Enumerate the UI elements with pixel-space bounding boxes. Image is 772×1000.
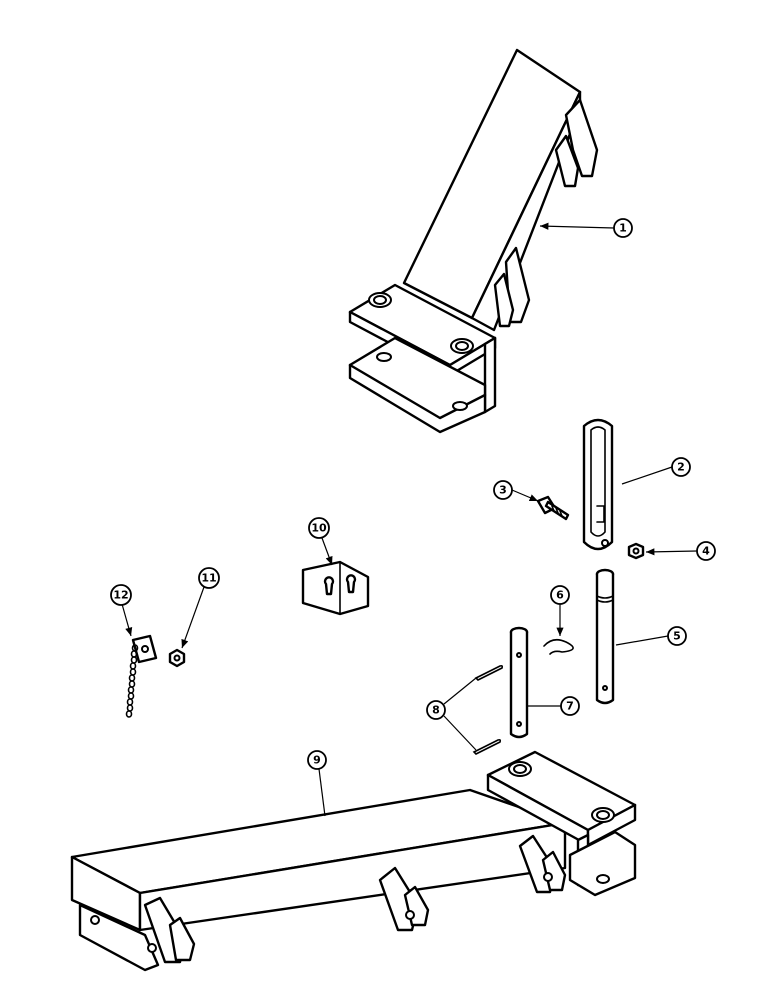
leader-lines bbox=[121, 222, 698, 817]
callout-1: 1 bbox=[613, 218, 633, 238]
part-6-hair-pin bbox=[543, 638, 574, 655]
part-9-lower-beam bbox=[70, 750, 637, 972]
callout-6: 6 bbox=[550, 585, 570, 605]
part-8-cotter-pins bbox=[472, 664, 504, 755]
callout-3: 3 bbox=[493, 480, 513, 500]
svg-text:6: 6 bbox=[556, 589, 564, 602]
part-3-bolt bbox=[536, 495, 570, 521]
svg-text:11: 11 bbox=[201, 572, 216, 585]
part-11-nut bbox=[168, 648, 186, 668]
callout-11: 11 bbox=[198, 567, 220, 589]
svg-text:5: 5 bbox=[673, 630, 681, 643]
part-1-upper-beam bbox=[348, 48, 599, 434]
svg-text:10: 10 bbox=[311, 522, 327, 535]
callout-9: 9 bbox=[307, 750, 327, 770]
part-4-nut bbox=[627, 542, 645, 560]
part-7-long-pin bbox=[509, 626, 529, 739]
callout-12: 12 bbox=[110, 584, 132, 606]
svg-text:8: 8 bbox=[432, 704, 440, 717]
part-10-keyhole-bracket bbox=[301, 560, 370, 616]
svg-text:3: 3 bbox=[499, 484, 507, 497]
callout-7: 7 bbox=[560, 696, 580, 716]
svg-text:7: 7 bbox=[566, 700, 574, 713]
callout-5: 5 bbox=[667, 626, 687, 646]
svg-text:4: 4 bbox=[702, 545, 710, 558]
callout-2: 2 bbox=[671, 457, 691, 477]
svg-text:1: 1 bbox=[619, 222, 627, 235]
svg-text:9: 9 bbox=[313, 754, 321, 767]
part-12-chain bbox=[125, 634, 158, 718]
part-2-slotted-link bbox=[582, 418, 614, 551]
callout-8: 8 bbox=[426, 700, 446, 720]
part-5-pin bbox=[595, 568, 615, 705]
callout-10: 10 bbox=[308, 517, 330, 539]
svg-text:12: 12 bbox=[113, 589, 128, 602]
callout-4: 4 bbox=[696, 541, 716, 561]
svg-text:2: 2 bbox=[677, 461, 685, 474]
